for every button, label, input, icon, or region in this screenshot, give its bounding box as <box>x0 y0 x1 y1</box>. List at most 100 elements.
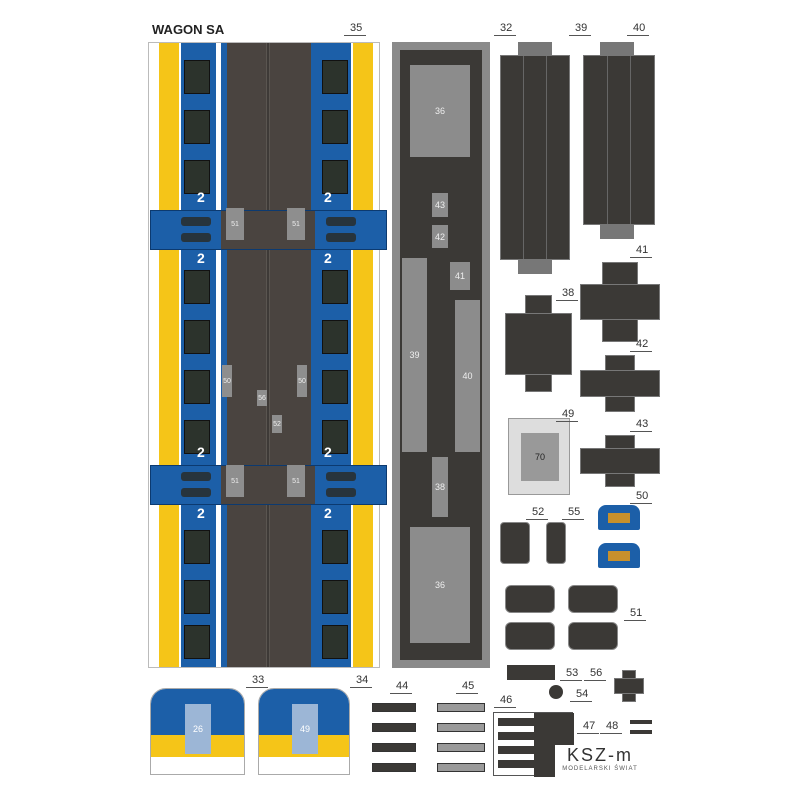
roof-panel: 41 <box>450 262 470 290</box>
class-mark: 2 <box>197 189 205 205</box>
class-mark: 2 <box>324 444 332 460</box>
part-label: 49 <box>555 408 579 422</box>
part-45-strip <box>437 703 485 712</box>
part-label: 52 <box>525 506 549 520</box>
part-43 <box>580 435 660 487</box>
part-50-bottom <box>598 543 640 568</box>
window <box>184 625 210 659</box>
logo: KSZ-m MODELARSKI ŚWIAT <box>555 745 645 777</box>
logo-name: KSZ-m <box>567 745 633 765</box>
window <box>322 60 348 94</box>
window <box>322 320 348 354</box>
floor-tag: 50 <box>222 365 232 397</box>
part-label: 51 <box>623 607 647 621</box>
part-39 <box>500 55 570 260</box>
part-51 <box>568 622 618 650</box>
window <box>322 625 348 659</box>
roof-panel: 36 <box>410 527 470 643</box>
window <box>184 110 210 144</box>
floor-tag: 51 <box>226 465 244 497</box>
roof-panel: 39 <box>402 258 427 452</box>
window <box>184 420 210 454</box>
part-label: 39 <box>568 22 592 36</box>
class-mark: 2 <box>324 250 332 266</box>
door-top <box>150 210 387 250</box>
window <box>322 580 348 614</box>
window <box>184 580 210 614</box>
roof-panel: 42 <box>432 225 448 248</box>
part-label: 56 <box>583 667 607 681</box>
floor-tag: 51 <box>287 208 305 240</box>
window <box>322 160 348 194</box>
window <box>184 370 210 404</box>
part-label: 53 <box>559 667 583 681</box>
part-label: 45 <box>455 680 479 694</box>
part-label: 54 <box>569 688 593 702</box>
part-53 <box>507 665 555 680</box>
part-35-wagon-body <box>148 42 380 668</box>
part-51 <box>505 585 555 613</box>
roof-panel: 40 <box>455 300 480 452</box>
end-33-number: 26 <box>185 704 211 754</box>
part-44-strip <box>372 763 416 772</box>
part-label: 38 <box>555 287 579 301</box>
part-label: 44 <box>389 680 413 694</box>
part-40 <box>583 55 655 225</box>
part-51 <box>568 585 618 613</box>
part-34-end: 49 <box>258 688 350 775</box>
class-mark: 2 <box>324 189 332 205</box>
floor-tag: 50 <box>297 365 307 397</box>
part-51 <box>505 622 555 650</box>
class-mark: 2 <box>324 505 332 521</box>
part-56 <box>614 670 644 702</box>
window <box>184 160 210 194</box>
part-44-strip <box>372 743 416 752</box>
part-label: 55 <box>561 506 585 520</box>
floor-tag: 56 <box>257 390 267 406</box>
window <box>322 420 348 454</box>
part-label: 48 <box>599 720 623 734</box>
window <box>184 270 210 304</box>
logo-tagline: MODELARSKI ŚWIAT <box>562 766 638 772</box>
part-label: 33 <box>245 674 269 688</box>
sheet-title: WAGON SA <box>152 22 225 37</box>
part-49: 70 <box>508 418 570 495</box>
part-48 <box>630 730 652 734</box>
end-34-number: 49 <box>292 704 318 754</box>
window <box>322 530 348 564</box>
class-mark: 2 <box>197 444 205 460</box>
floor-tag: 51 <box>287 465 305 497</box>
part-label: 35 <box>343 22 367 36</box>
window <box>322 270 348 304</box>
part-label: 46 <box>493 694 517 708</box>
part-45-strip <box>437 743 485 752</box>
floor-tag: 51 <box>226 208 244 240</box>
roof-panel: 43 <box>432 193 448 217</box>
door-bottom <box>150 465 387 505</box>
window <box>322 110 348 144</box>
part-38 <box>505 295 572 392</box>
part-50-top <box>598 505 640 530</box>
part-44-strip <box>372 723 416 732</box>
window <box>184 320 210 354</box>
part-label: 42 <box>629 338 653 352</box>
part-label: 34 <box>349 674 373 688</box>
part-label: 43 <box>629 418 653 432</box>
window <box>322 370 348 404</box>
part-52 <box>500 522 530 564</box>
floor-tag: 52 <box>272 415 282 433</box>
part-label: 40 <box>626 22 650 36</box>
part-45-strip <box>437 723 485 732</box>
part-label: 41 <box>629 244 653 258</box>
part-label: 47 <box>576 720 600 734</box>
part-44-strip <box>372 703 416 712</box>
part-label: 32 <box>493 22 517 36</box>
roof-panel: 38 <box>432 457 448 517</box>
part-label: 50 <box>629 490 653 504</box>
part-33-end: 26 <box>150 688 245 775</box>
window <box>184 60 210 94</box>
window <box>184 530 210 564</box>
part-54 <box>549 685 563 699</box>
class-mark: 2 <box>197 250 205 266</box>
